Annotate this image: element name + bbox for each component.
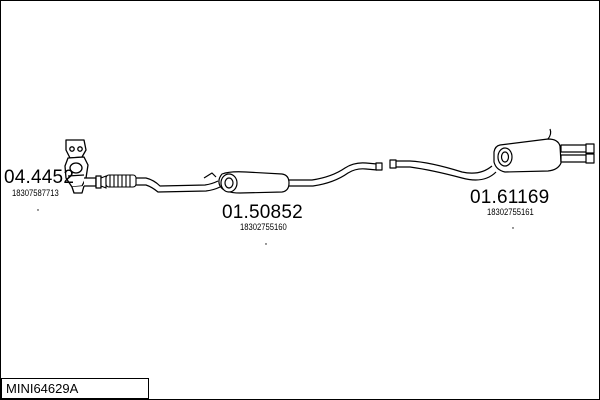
part-code-label: 01.61169 — [470, 187, 550, 208]
diagram-title-box: MINI64629A — [1, 378, 149, 399]
rear-silencer-drawing — [389, 128, 595, 181]
leader-dot — [265, 243, 267, 245]
part-code-label: 04.4452 — [4, 167, 75, 188]
part-code-label: 01.50852 — [222, 202, 303, 223]
diagram-title: MINI64629A — [6, 381, 79, 396]
oem-number-label: 18302755160 — [240, 222, 287, 232]
oem-number-label: 18307587713 — [12, 188, 59, 198]
middle-silencer-drawing — [136, 162, 383, 194]
leader-dot — [512, 227, 514, 229]
oem-number-label: 18302755161 — [487, 207, 534, 217]
flex-pipe-drawing — [100, 174, 137, 189]
leader-dot — [37, 209, 39, 211]
